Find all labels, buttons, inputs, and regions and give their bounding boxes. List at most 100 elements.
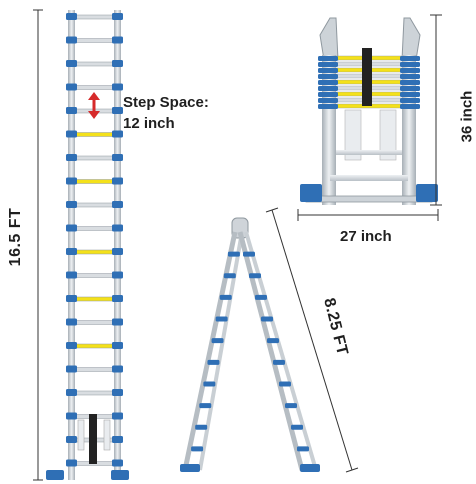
rung	[74, 343, 115, 349]
a-frame-height-label: 36 inch	[458, 90, 476, 143]
rung	[74, 273, 115, 278]
blue-cap	[112, 13, 123, 20]
open-a-frame-ladder	[180, 217, 320, 472]
blue-cap	[112, 83, 123, 91]
left-foot	[46, 470, 64, 480]
blue-cap	[112, 36, 123, 44]
blue-cap	[273, 359, 285, 365]
rung	[74, 320, 115, 325]
blue-cap	[66, 36, 77, 44]
blue-cap	[267, 338, 279, 344]
blue-cap	[400, 74, 420, 79]
blue-cap	[219, 294, 232, 300]
height-dimension	[33, 9, 43, 481]
rung	[330, 175, 408, 181]
leg-length-dimension	[265, 207, 359, 473]
rung	[336, 150, 402, 155]
right-leg-outer	[237, 231, 305, 471]
blue-cap	[112, 342, 123, 349]
blue-cap	[195, 424, 208, 430]
strap	[362, 48, 372, 106]
blue-cap	[400, 104, 420, 109]
rung	[74, 226, 115, 231]
rung	[74, 202, 115, 208]
blue-cap	[112, 459, 123, 467]
left-hinge	[319, 17, 339, 61]
blue-cap	[291, 424, 303, 430]
blue-cap	[261, 316, 273, 322]
blue-cap	[66, 271, 77, 279]
rung	[74, 38, 115, 43]
blue-cap	[400, 68, 420, 73]
left-leg-inner	[198, 231, 244, 471]
blue-cap	[112, 389, 123, 396]
blue-cap	[249, 273, 261, 279]
blue-cap	[112, 201, 123, 208]
blue-cap	[66, 389, 77, 396]
rung	[74, 132, 115, 137]
blue-cap	[66, 130, 77, 138]
strap	[89, 414, 97, 464]
rung	[74, 179, 115, 184]
extended-height-label: 16.5 FT	[7, 207, 24, 267]
right-foot	[416, 184, 438, 202]
sticker	[77, 419, 85, 451]
left-rail	[68, 10, 75, 480]
rung	[74, 367, 115, 372]
blue-cap	[112, 412, 123, 420]
rung	[74, 390, 115, 396]
blue-cap	[215, 316, 228, 322]
left-leg-outer	[182, 231, 238, 471]
blue-cap	[66, 13, 77, 20]
blue-cap	[66, 248, 77, 255]
blue-cap	[66, 177, 77, 185]
sticker	[103, 419, 111, 451]
blue-cap	[279, 381, 291, 387]
blue-cap	[318, 80, 338, 85]
blue-cap	[400, 86, 420, 91]
blue-cap	[285, 403, 297, 409]
blue-cap	[318, 104, 338, 109]
blue-cap	[400, 92, 420, 97]
blue-cap	[207, 359, 220, 365]
blue-cap	[66, 412, 77, 420]
extended-ladder	[46, 10, 129, 480]
blue-cap	[223, 273, 236, 279]
blue-cap	[66, 224, 77, 232]
left-foot	[180, 464, 200, 472]
step-space-label: Step Space: 12 inch	[123, 92, 209, 134]
blue-cap	[318, 56, 338, 61]
blue-cap	[112, 60, 123, 67]
rung	[74, 61, 115, 67]
rung	[74, 296, 115, 302]
blue-cap	[318, 92, 338, 97]
blue-cap	[318, 62, 338, 67]
blue-cap	[66, 342, 77, 349]
base-bar	[305, 195, 433, 203]
blue-cap	[66, 459, 77, 467]
blue-cap	[112, 318, 123, 326]
right-leg-inner	[244, 231, 318, 471]
blue-cap	[318, 86, 338, 91]
step-space-title: Step Space:	[123, 94, 209, 111]
blue-cap	[227, 251, 240, 257]
blue-cap	[400, 56, 420, 61]
blue-cap	[66, 436, 77, 443]
blue-cap	[211, 338, 224, 344]
blue-cap	[243, 251, 255, 257]
blue-cap	[112, 154, 123, 161]
step-space-value: 12 inch	[123, 115, 175, 132]
rung	[74, 85, 115, 90]
blue-cap	[400, 62, 420, 67]
blue-cap	[112, 365, 123, 373]
blue-cap	[112, 436, 123, 443]
blue-caps	[191, 251, 309, 452]
blue-cap	[297, 446, 309, 452]
blue-cap	[112, 224, 123, 232]
blue-cap	[66, 318, 77, 326]
a-frame-height-dimension	[430, 14, 442, 206]
blue-cap	[112, 271, 123, 279]
blue-cap	[400, 98, 420, 103]
blue-cap	[318, 74, 338, 79]
